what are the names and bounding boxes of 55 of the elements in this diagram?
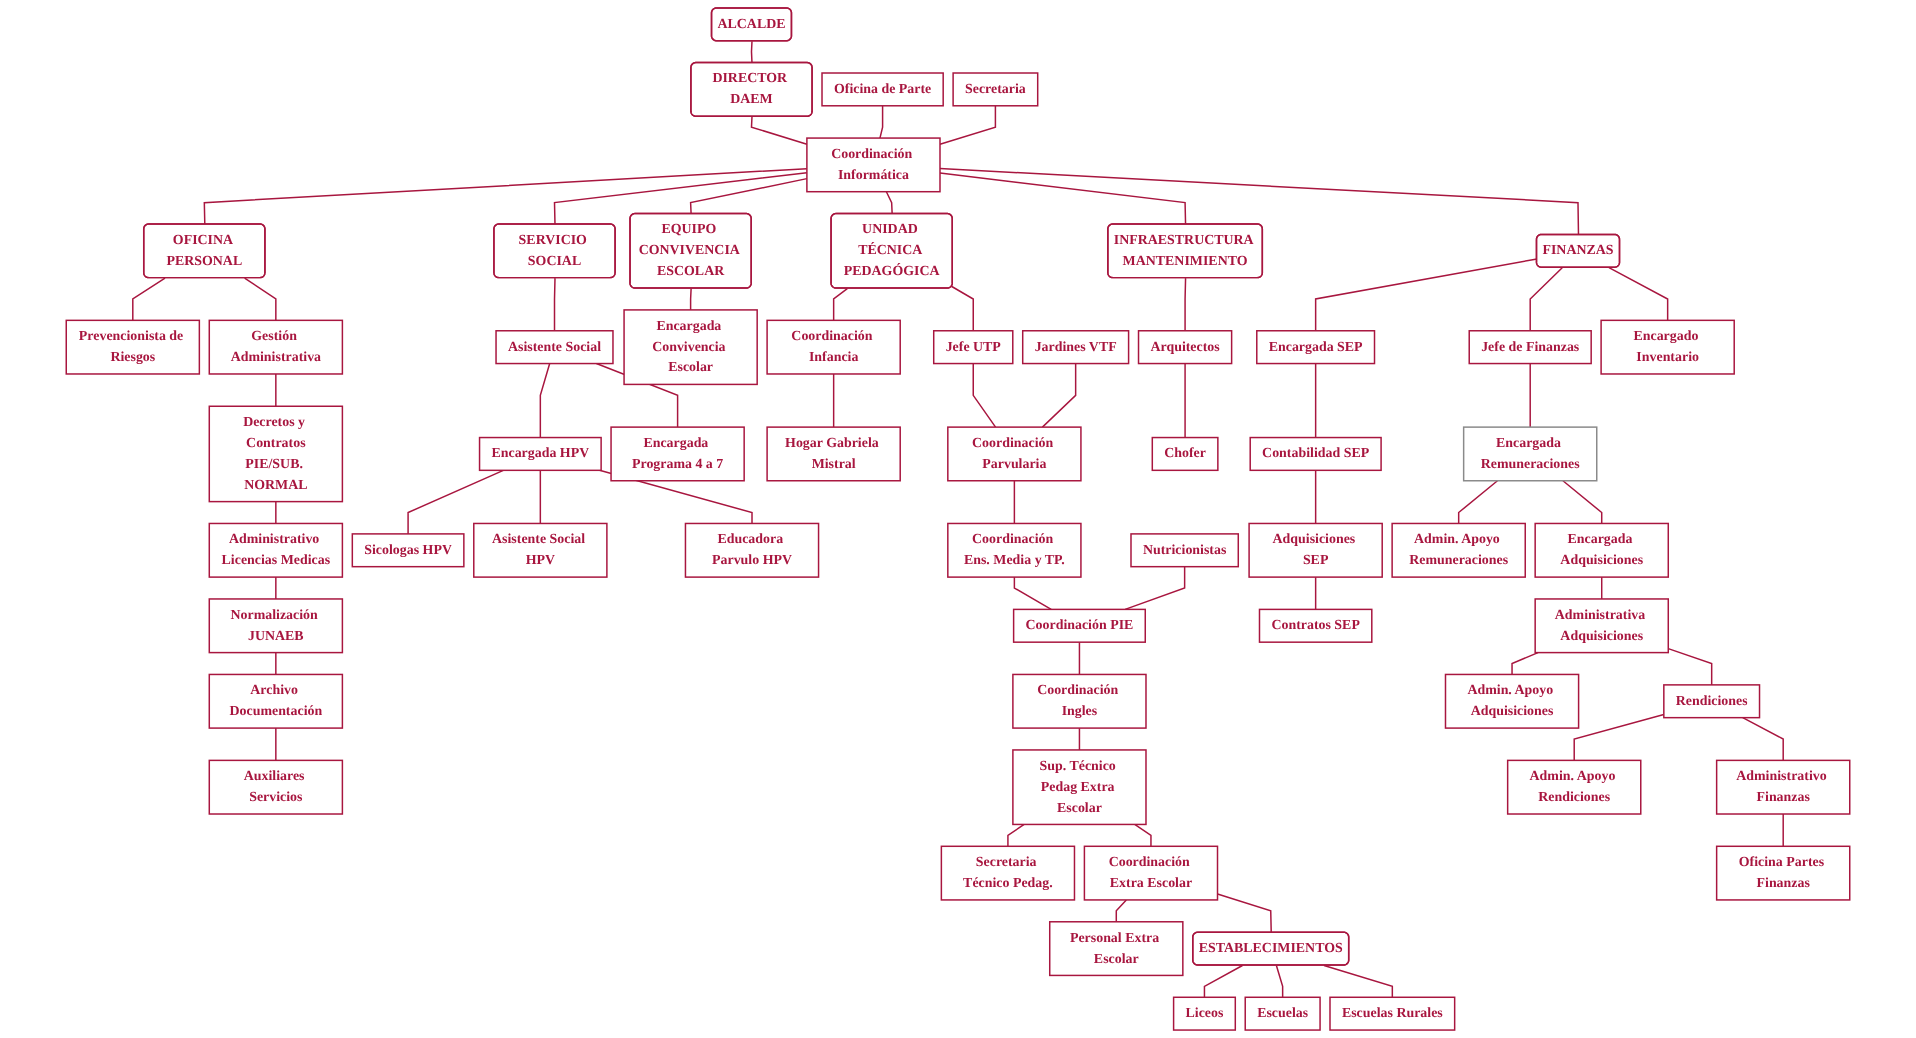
connector xyxy=(275,727,277,762)
connector xyxy=(1314,258,1538,332)
connector xyxy=(939,167,1580,236)
connector xyxy=(275,500,277,525)
connector xyxy=(1314,576,1317,611)
connector xyxy=(275,373,277,407)
connector xyxy=(1078,641,1081,676)
connector xyxy=(832,373,835,428)
connector xyxy=(689,177,808,215)
connector xyxy=(553,172,808,226)
connector xyxy=(1275,964,1284,998)
connector xyxy=(243,277,277,322)
connector xyxy=(832,287,849,322)
connector xyxy=(1667,647,1713,686)
connector xyxy=(1608,266,1669,322)
connector xyxy=(1124,565,1186,611)
connector xyxy=(939,105,997,146)
connector xyxy=(132,277,166,322)
connector xyxy=(1562,480,1603,525)
connector xyxy=(1314,469,1317,525)
connector xyxy=(750,115,808,146)
connector xyxy=(1529,362,1531,428)
connector xyxy=(1134,823,1152,848)
connector xyxy=(275,651,277,676)
connector xyxy=(1184,362,1186,439)
connector xyxy=(553,277,556,332)
connector xyxy=(1013,576,1052,611)
connector xyxy=(1457,480,1499,525)
connector xyxy=(203,167,808,226)
connector xyxy=(689,287,692,311)
connector xyxy=(1203,964,1244,998)
connector xyxy=(972,362,997,428)
connector xyxy=(1041,362,1077,428)
connector xyxy=(1314,362,1317,439)
connector xyxy=(1323,964,1394,998)
connector xyxy=(1078,727,1081,751)
connector xyxy=(1007,823,1025,848)
connector xyxy=(407,469,505,535)
connector xyxy=(1573,713,1665,762)
connector xyxy=(1529,266,1563,332)
connector xyxy=(275,576,277,600)
connector xyxy=(1184,277,1187,332)
connector xyxy=(750,40,753,64)
connector xyxy=(1742,716,1784,762)
connector xyxy=(879,105,884,139)
connector xyxy=(1600,576,1603,600)
connector xyxy=(539,469,542,525)
connector xyxy=(539,362,551,439)
connector xyxy=(1216,893,1272,934)
connector xyxy=(1511,651,1539,676)
connector xyxy=(1013,480,1016,525)
connector xyxy=(1782,813,1784,848)
connector xyxy=(1115,899,1128,923)
connector xyxy=(939,172,1187,226)
connector xyxy=(885,190,893,215)
